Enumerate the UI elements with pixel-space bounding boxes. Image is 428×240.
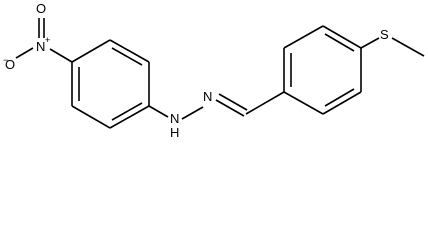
bond-ring-to-nh — [148, 105, 169, 118]
hydrazine-nitrogen-imine: N — [203, 89, 212, 104]
nitro-oxygen-left: O — [5, 57, 15, 72]
bond-ring1-d — [71, 105, 111, 129]
sulfur-atom: S — [380, 27, 389, 42]
nitrophenyl-ring — [71, 39, 150, 129]
bond-ring-to-nitro — [49, 48, 73, 63]
oxygen-minus-charge: − — [3, 55, 8, 65]
hydrazine-nitrogen-nh: N — [170, 111, 179, 126]
methylthiophenyl-ring — [283, 25, 362, 115]
molecule-structure: O N + O − N H N — [3, 1, 425, 140]
bond-ring2-double-b — [324, 33, 355, 52]
bond-ring2-f — [283, 91, 324, 115]
bond-ring1-f — [71, 39, 111, 63]
bond-ring1-c — [109, 105, 150, 129]
bond-ring-to-sulfur — [360, 37, 380, 49]
bond-sulfur-to-methyl — [391, 37, 425, 57]
nitro-oxygen-top: O — [36, 1, 46, 16]
nitro-nitrogen: N — [36, 39, 45, 54]
bond-nitro-o-left — [15, 47, 34, 59]
bond-n-ch-double-2 — [218, 93, 248, 111]
bond-ring2-c — [322, 25, 362, 49]
bond-ring1-a — [109, 39, 150, 63]
bond-ring1-double-a — [111, 47, 143, 66]
bond-ring2-e — [322, 91, 362, 115]
nitro-plus-charge: + — [45, 35, 50, 45]
bond-ring1-double-b — [111, 102, 143, 121]
bond-nh-to-n — [181, 106, 204, 120]
hydrazine-hydrogen: H — [170, 125, 179, 140]
bond-ch-to-ring — [245, 91, 285, 115]
methylthio-group: S — [360, 27, 425, 57]
bond-ring2-double-c — [324, 88, 355, 107]
nitro-group: O N + O − — [3, 1, 73, 72]
bond-n-ch-double-1 — [215, 99, 245, 117]
structure-canvas: O N + O − N H N — [3, 1, 425, 140]
bond-ring2-b — [283, 25, 324, 49]
hydrazone-linkage: N H N — [148, 89, 285, 140]
